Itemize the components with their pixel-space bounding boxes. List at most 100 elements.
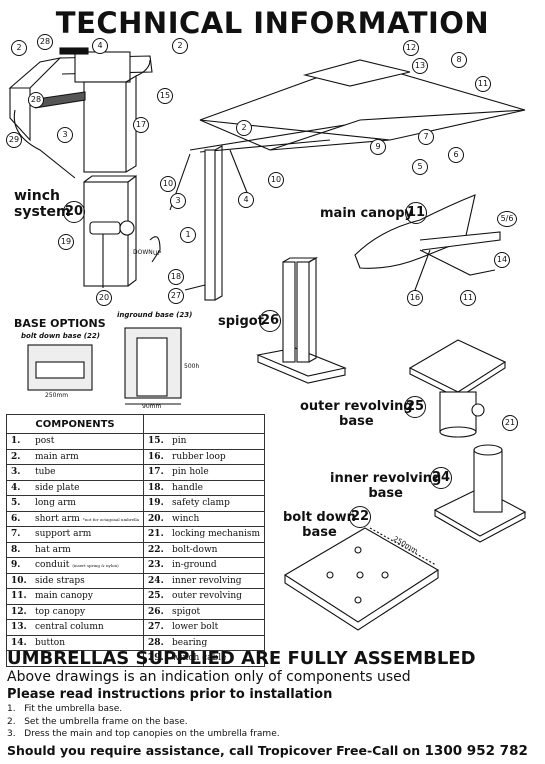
component-cell-left	[5, 650, 145, 667]
component-number: 21.	[148, 529, 164, 540]
part-number-marker: 17	[133, 117, 149, 133]
component-cell-left: 12.top canopy	[5, 603, 145, 620]
component-number: 29.	[148, 653, 164, 664]
component-name: tube	[35, 467, 56, 478]
spigot-drawing	[256, 257, 347, 384]
part-number-marker: 16	[407, 290, 423, 306]
component-cell-left: 10.side straps	[5, 572, 145, 589]
read-instructions-text: Please read instructions prior to instal…	[7, 687, 333, 702]
arm-bracket-detail	[8, 47, 153, 179]
umbrella-diagram	[8, 47, 527, 631]
bolt-down-base-caption: bolt down base (22)	[21, 332, 100, 340]
bolt-down-width-label: 250mm	[45, 392, 69, 399]
phone-number: 1300 952 782	[424, 743, 528, 759]
component-name: locking mechanism	[172, 529, 261, 540]
component-number: 2.	[11, 451, 21, 462]
component-name: central column	[35, 622, 104, 633]
main-canopy-number: 11	[405, 202, 427, 224]
component-name: safety clamp	[172, 498, 230, 509]
component-cell-right: 27. lower bolt	[143, 619, 266, 636]
component-number: 4.	[11, 482, 21, 493]
component-name: side plate	[35, 482, 80, 493]
component-cell-left: 13. central column	[5, 619, 145, 636]
component-number: 3.	[11, 467, 21, 478]
inground-base-caption: inground base (23)	[117, 311, 193, 319]
part-number-marker: 10	[160, 176, 176, 192]
component-name: long arm	[35, 498, 76, 509]
component-cell-right: 29.winch cable	[143, 650, 266, 667]
spigot-number: 26	[259, 310, 281, 332]
component-name: lower bolt	[172, 622, 219, 633]
component-cell-right: 24.inner revolving	[143, 572, 266, 589]
part-number-marker: 12	[403, 40, 419, 56]
component-note: (insert spring & nylon)	[72, 563, 119, 569]
component-name: bearing	[172, 637, 208, 648]
part-number-marker: 13	[412, 58, 428, 74]
bolt-down-number: 22	[349, 506, 371, 528]
part-number-marker: 11	[475, 76, 491, 92]
component-name: main arm	[35, 451, 79, 462]
component-number: 22.	[148, 544, 164, 555]
component-number: 5.	[11, 498, 21, 509]
component-note: *not for octagonal umbrella	[82, 516, 140, 522]
component-name: bolt-down	[172, 544, 218, 555]
page-title: TECHNICAL INFORMATION	[55, 6, 490, 40]
winch-up-label: UP	[153, 250, 162, 257]
main-canopy-label: main canopy	[320, 206, 413, 221]
component-number: 27.	[148, 622, 164, 633]
component-name: conduit	[35, 560, 70, 571]
component-cell-right: 18.handle	[143, 479, 266, 496]
component-number: 11.	[11, 591, 27, 602]
part-number-marker: 21	[502, 415, 518, 431]
component-number: 18.	[148, 482, 164, 493]
inner-revolving-base-drawing	[433, 444, 527, 543]
component-number: 26.	[148, 606, 164, 617]
part-number-marker: 28	[28, 92, 44, 108]
component-cell-left: 4. side plate	[5, 479, 145, 496]
outer-revolving-base-drawing	[408, 339, 507, 438]
component-number: 13.	[11, 622, 27, 633]
component-number: 1.	[11, 436, 21, 447]
component-name: pin	[172, 436, 187, 447]
winch-system-label: winch system	[14, 188, 71, 220]
part-number-marker: 19	[58, 234, 74, 250]
part-number-marker: 5/6	[497, 211, 517, 227]
part-number-marker: 28	[37, 34, 53, 50]
part-number-marker: 3	[170, 193, 186, 209]
component-cell-right: 21. locking mechanism	[143, 526, 266, 543]
component-cell-left: 8.hat arm	[5, 541, 145, 558]
inground-width-label: 90mm	[142, 403, 162, 410]
part-number-marker: 6	[448, 147, 464, 163]
bolt-down-base-drawing	[283, 527, 440, 631]
component-number: 8.	[11, 544, 21, 555]
inner-revolving-number: 24	[430, 467, 452, 489]
component-number: 10.	[11, 575, 27, 586]
component-number: 19.	[148, 498, 164, 509]
step-item: 2. Set the umbrella frame on the base.	[7, 716, 188, 727]
outer-revolving-number: 25	[404, 396, 426, 418]
assistance-line: Should you require assistance, call Trop…	[7, 743, 528, 759]
component-cell-right: 16.rubber loop	[143, 448, 266, 465]
component-cell-left: 2. main arm	[5, 448, 145, 465]
component-row: 2. main arm 16.rubber loop	[5, 448, 266, 465]
component-name: inner revolving	[172, 575, 242, 586]
part-number-marker: 27	[168, 288, 184, 304]
part-number-marker: 4	[92, 38, 108, 54]
component-name: spigot	[172, 606, 201, 617]
component-cell-right: 22. bolt-down	[143, 541, 266, 558]
step-item: 3. Dress the main and top canopies on th…	[7, 729, 280, 739]
component-row: 3. tube 17.pin hole	[5, 464, 266, 481]
component-number: 23.	[148, 560, 164, 571]
part-number-marker: 11	[460, 290, 476, 306]
indication-text: Above drawings is an indication only of …	[7, 669, 411, 685]
component-name: post	[35, 436, 55, 447]
post-winch-detail	[83, 174, 161, 288]
component-cell-right: 17.pin hole	[143, 464, 266, 481]
component-cell-right: 19. safety clamp	[143, 495, 266, 512]
